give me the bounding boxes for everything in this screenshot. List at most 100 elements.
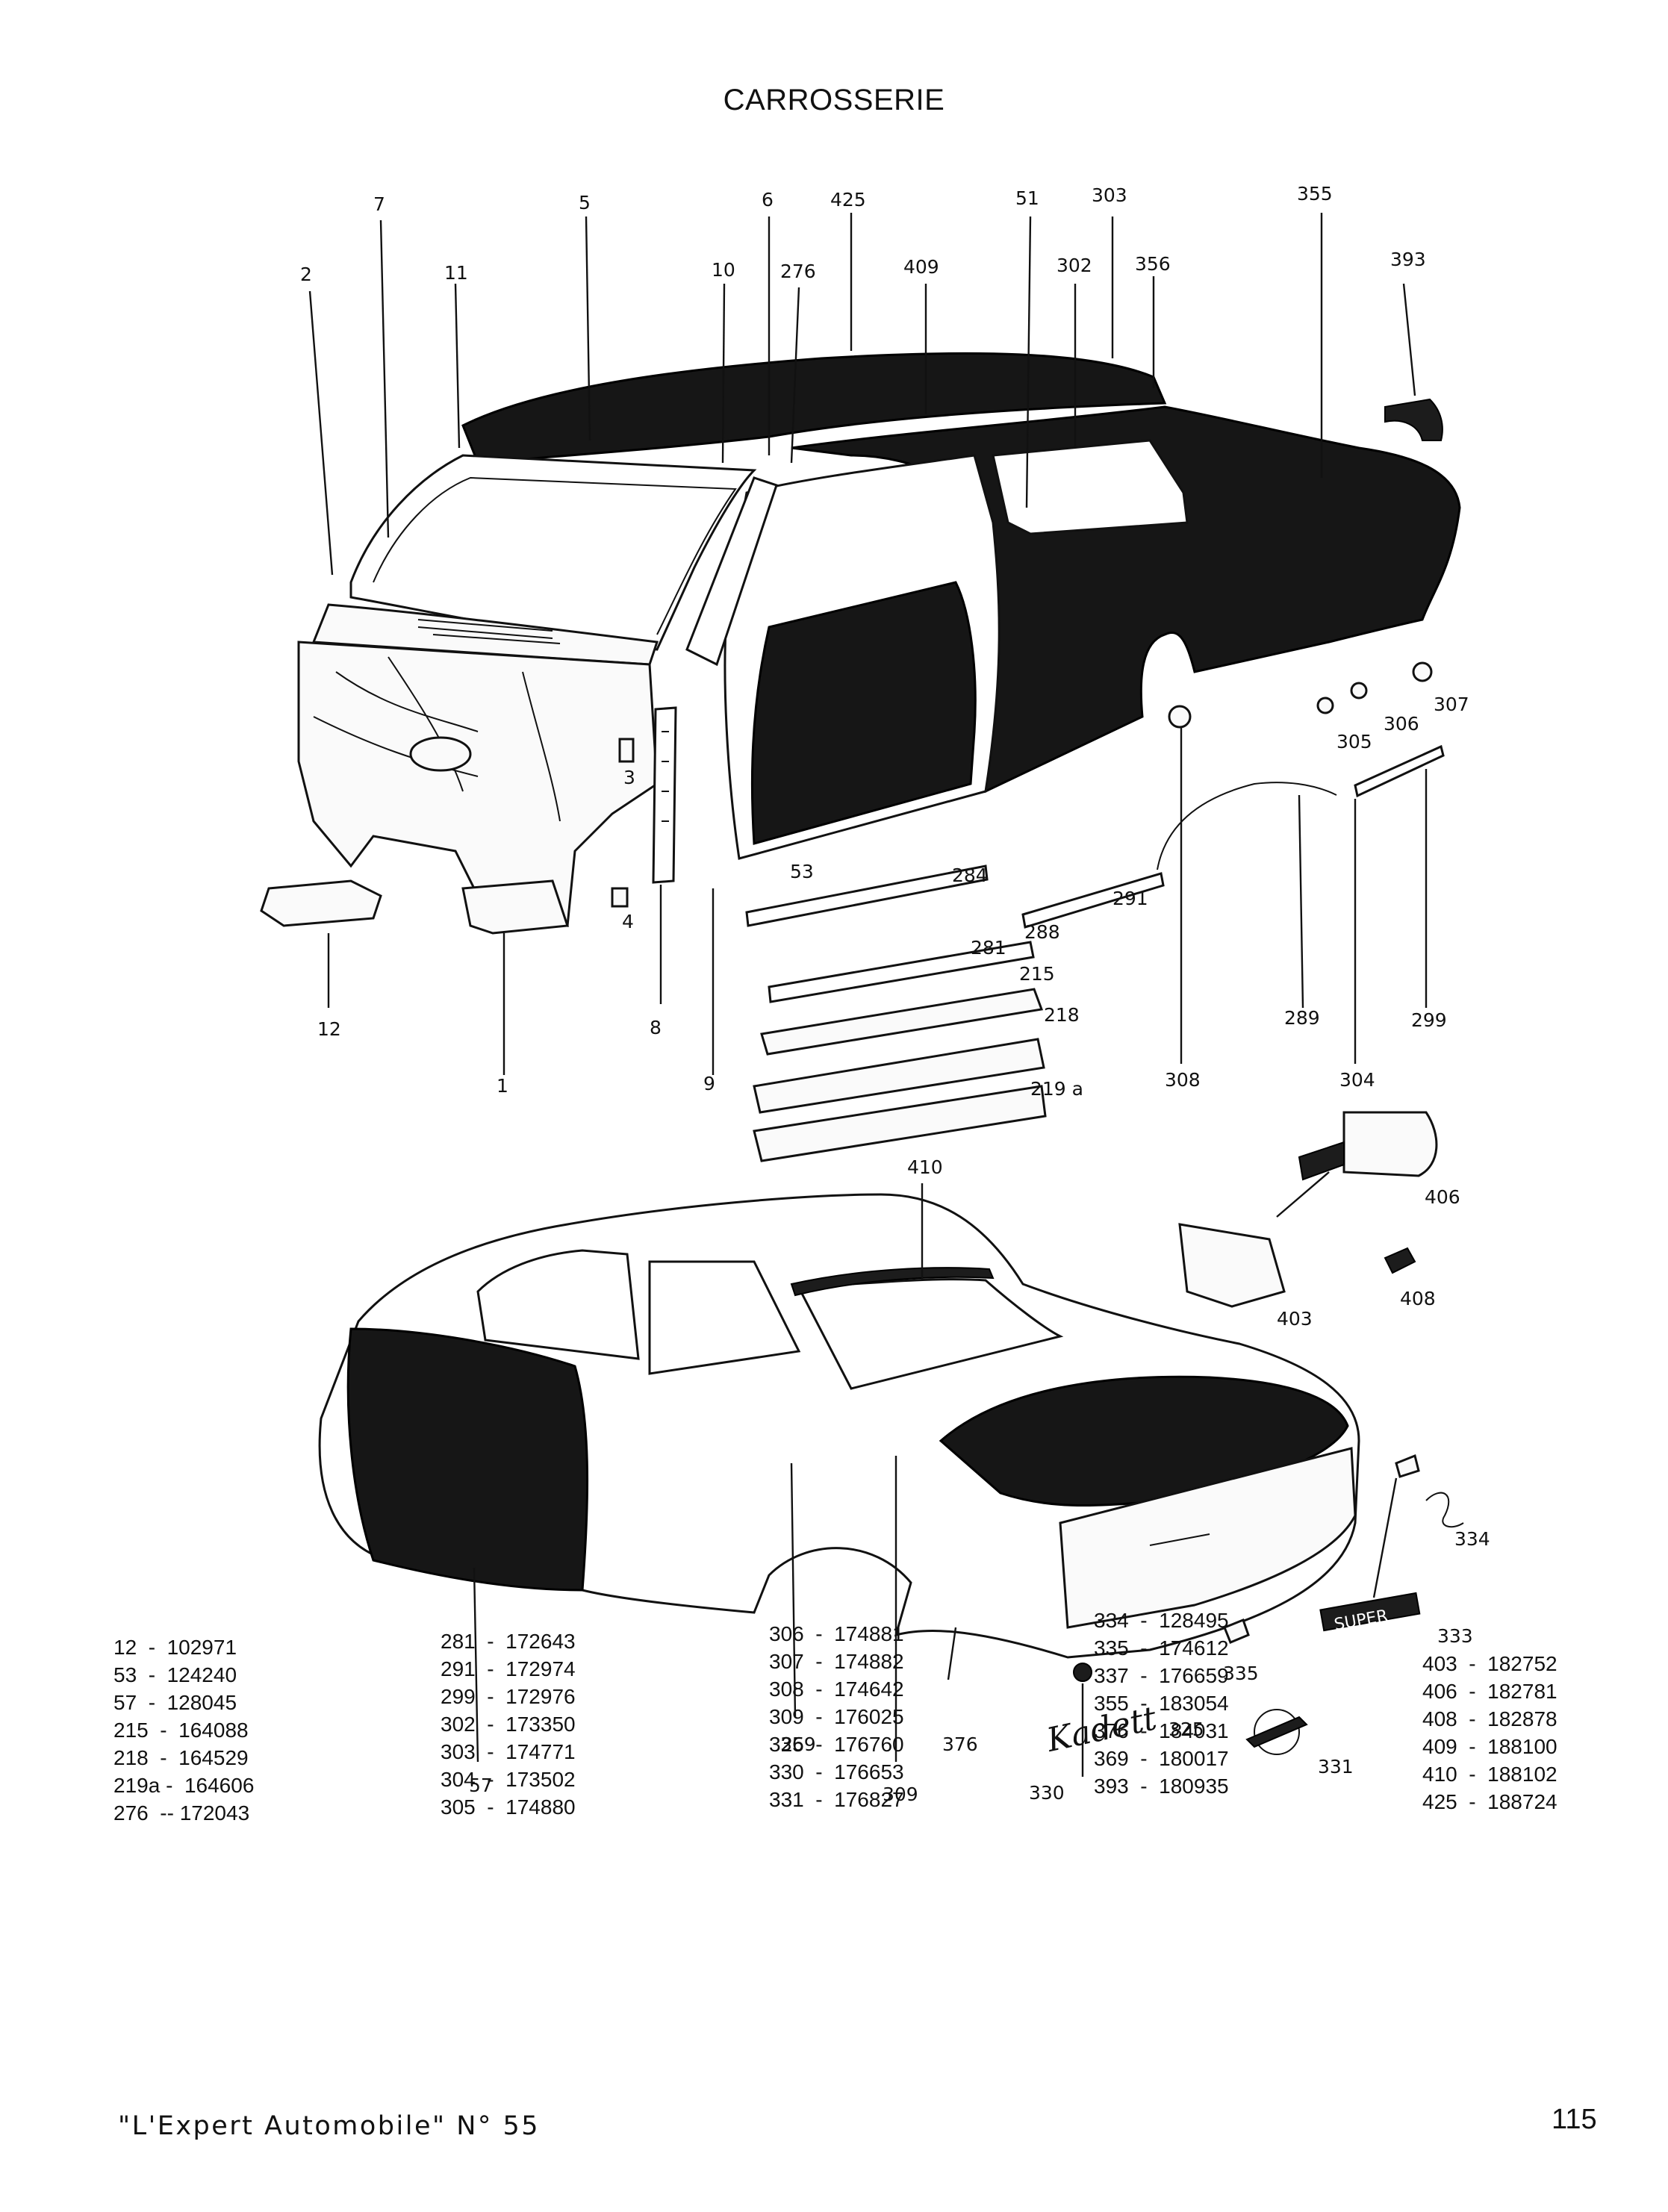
parts-row: 218 - 164529: [113, 1746, 249, 1769]
callout-376: 376: [942, 1733, 978, 1755]
rear-tail-panel: [1059, 1447, 1357, 1629]
part-408-plug: [1384, 1247, 1416, 1274]
callout-356: 356: [1135, 253, 1171, 275]
parts-row: 308 - 174642: [769, 1677, 904, 1701]
part-8-pillar: [652, 706, 677, 884]
floor-ribs: [313, 656, 561, 822]
part-305-clip: [1316, 697, 1334, 714]
callout-369: 369: [780, 1733, 816, 1755]
callout-409: 409: [903, 256, 939, 278]
callout-5: 5: [579, 192, 591, 214]
callout-7: 7: [373, 193, 385, 215]
rear-side-window: [992, 439, 1189, 535]
leader-lines: [308, 213, 1428, 1777]
callout-8: 8: [650, 1017, 662, 1038]
callout-410: 410: [907, 1156, 943, 1178]
molding-291: [1021, 872, 1165, 929]
callout-334: 334: [1454, 1528, 1490, 1550]
callout-11: 11: [444, 262, 468, 284]
door-inner-panel: [750, 581, 977, 845]
cowl-vents: [417, 619, 561, 644]
part-8-holes: [662, 731, 669, 822]
callout-219a: 219 a: [1030, 1078, 1083, 1100]
parts-row: 376 - 184031: [1094, 1719, 1229, 1742]
callout-308: 308: [1165, 1069, 1201, 1091]
callout-2: 2: [300, 264, 312, 285]
callout-306: 306: [1384, 713, 1419, 735]
parts-column-3: 306 - 174881 307 - 174882 308 - 174642 3…: [769, 1620, 904, 1813]
parts-row: 307 - 174882: [769, 1650, 904, 1673]
parts-row: 403 - 182752: [1422, 1652, 1557, 1675]
callout-12: 12: [317, 1018, 341, 1040]
part-12-panel: [260, 879, 382, 927]
a-pillar: [685, 476, 778, 667]
parts-row: 330 - 176653: [769, 1760, 904, 1783]
page-title: CARROSSERIE: [723, 84, 945, 116]
parts-row: 408 - 182878: [1422, 1707, 1557, 1730]
part-330-grommet: [1073, 1663, 1092, 1682]
part-57-door: [346, 1327, 589, 1592]
parts-row: 337 - 176659: [1094, 1664, 1229, 1687]
parts-row: 305 - 174880: [441, 1795, 576, 1819]
callout-330: 330: [1029, 1782, 1065, 1804]
part-333-badge: [1319, 1592, 1421, 1632]
callout-425: 425: [830, 189, 866, 211]
parts-row: 299 - 172976: [441, 1685, 576, 1708]
callout-1: 1: [497, 1075, 508, 1097]
part-1-member: [461, 879, 570, 935]
parts-row: 302 - 173350: [441, 1713, 576, 1736]
sill-molding-219a: [753, 1085, 1047, 1162]
parts-row: 12 - 102971: [113, 1636, 237, 1659]
parts-column-4: 334 - 128495 335 - 174612 337 - 176659 3…: [1094, 1607, 1229, 1800]
part-331-emblem: [1254, 1709, 1300, 1755]
callout-10: 10: [712, 259, 735, 281]
callout-333: 333: [1437, 1625, 1473, 1647]
parts-row: 303 - 174771: [441, 1740, 576, 1763]
callout-289: 289: [1284, 1007, 1320, 1029]
sill-molding-218: [753, 1038, 1045, 1114]
parts-row: 325 - 176760: [769, 1733, 904, 1756]
callout-51: 51: [1015, 187, 1039, 209]
callout-307: 307: [1434, 694, 1469, 715]
callout-53: 53: [790, 861, 814, 882]
floor-opening: [409, 736, 472, 772]
callout-302: 302: [1056, 255, 1092, 276]
parts-row: 409 - 188100: [1422, 1735, 1557, 1758]
part-307-clip: [1412, 661, 1433, 682]
roof-panel: [461, 352, 1167, 464]
callout-406: 406: [1425, 1186, 1460, 1208]
part-306-clip: [1350, 682, 1368, 700]
sill-molding-53: [745, 864, 989, 927]
parts-row: 355 - 183054: [1094, 1692, 1229, 1715]
callout-276: 276: [780, 261, 816, 282]
callout-215: 215: [1019, 963, 1055, 985]
part-4-bracket: [611, 887, 629, 908]
parts-row: 410 - 188102: [1422, 1763, 1557, 1786]
callout-303: 303: [1092, 184, 1127, 206]
lower-body-shell: SUPER Kadett: [318, 1111, 1464, 1760]
parts-column-1: 12 - 102971 53 - 124240 57 - 128045 215 …: [113, 1633, 254, 1827]
parts-row: 53 - 124240: [113, 1663, 237, 1686]
callout-393: 393: [1390, 249, 1426, 270]
parts-row: 276 -- 172043: [113, 1801, 250, 1825]
part-393-trim: [1384, 398, 1443, 441]
sill-moldings: [745, 661, 1445, 1162]
callout-291: 291: [1112, 888, 1148, 909]
parts-row: 369 - 180017: [1094, 1747, 1229, 1770]
part-406-arm: [1298, 1141, 1345, 1181]
part-3-bracket: [618, 738, 635, 763]
callout-309: 309: [883, 1783, 918, 1805]
sedan-front-window: [476, 1249, 640, 1360]
callout-6: 6: [762, 189, 774, 211]
sedan-side-window: [648, 1260, 801, 1375]
callout-355: 355: [1297, 183, 1333, 205]
trunk-lid: [939, 1375, 1349, 1507]
page-number: 115: [1552, 2104, 1597, 2135]
parts-column-5: 403 - 182752 406 - 182781 408 - 182878 4…: [1422, 1650, 1557, 1816]
part-410-seal: [790, 1267, 995, 1297]
callout-304: 304: [1339, 1069, 1375, 1091]
tail-panel-handle: [1149, 1533, 1210, 1546]
callout-284: 284: [952, 864, 988, 886]
parts-row: 306 - 174881: [769, 1622, 904, 1645]
parts-row: 331 - 176827: [769, 1788, 904, 1811]
